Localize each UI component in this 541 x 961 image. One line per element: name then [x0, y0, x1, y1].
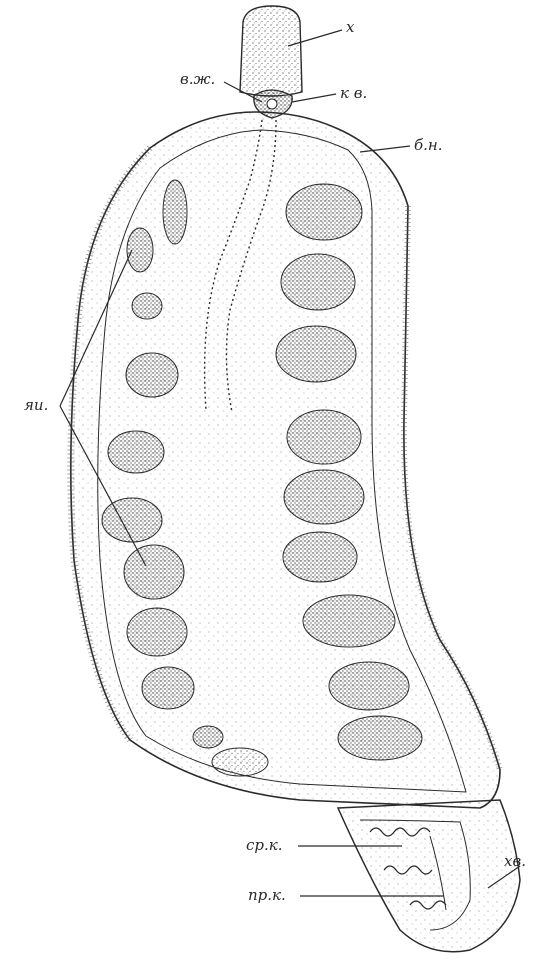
head-process — [240, 6, 302, 96]
label-x: х — [346, 20, 354, 35]
label-bn: б.н. — [414, 138, 443, 153]
label-kv: к в. — [340, 86, 367, 101]
posterior-part — [338, 800, 520, 952]
label-vzh: в.ж. — [180, 72, 215, 87]
leader-kv — [292, 94, 336, 102]
label-prk: пр.к. — [248, 888, 286, 903]
label-srk: ср.к. — [246, 838, 283, 853]
label-xv: хв. — [504, 854, 526, 869]
label-yai: яи. — [24, 398, 48, 413]
